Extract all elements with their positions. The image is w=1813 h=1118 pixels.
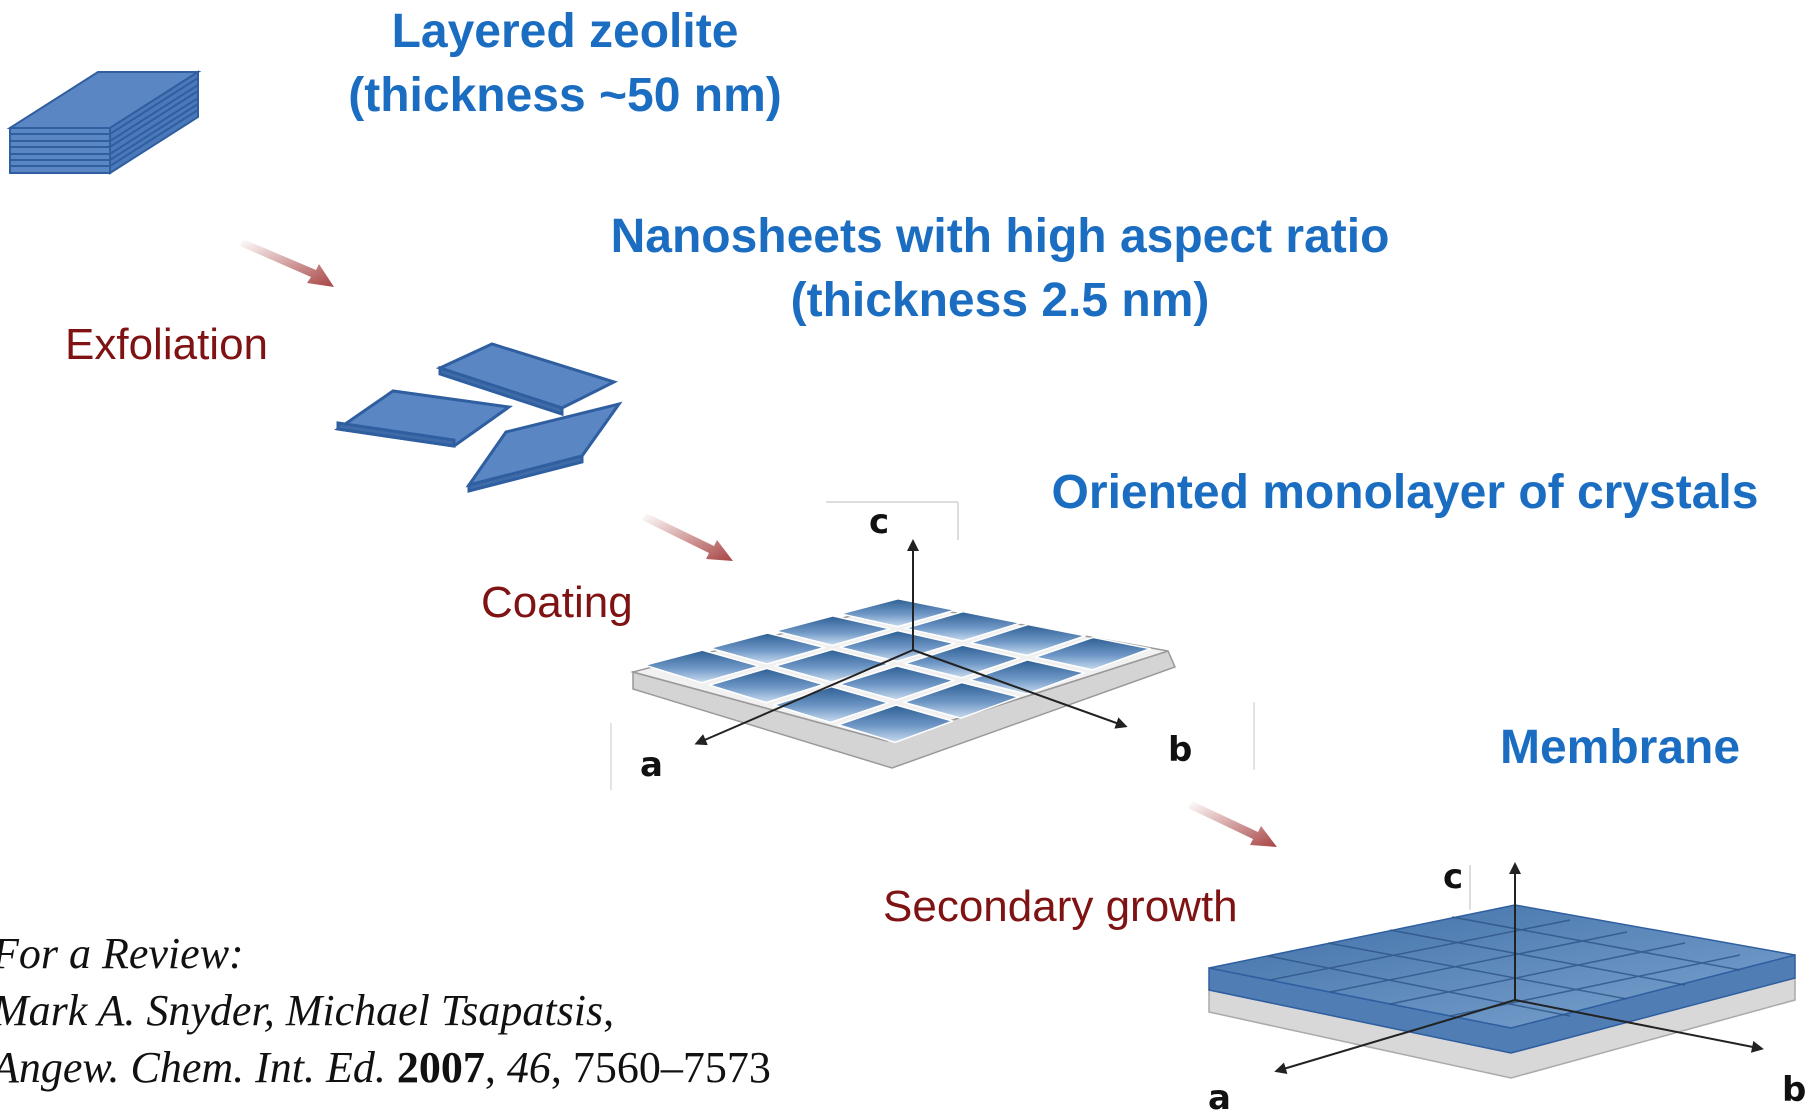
crystal-tile	[838, 665, 955, 701]
crystal-tile	[708, 667, 825, 704]
reference-authors: Mark A. Snyder, Michael Tsapatsis	[0, 986, 604, 1035]
layered-zeolite-stack	[6, 70, 202, 175]
crystal-tile	[904, 644, 1021, 679]
secondary-growth-arrow	[1188, 801, 1277, 847]
nanosheets	[334, 342, 623, 493]
reference-journal: Angew. Chem. Int. Ed.	[0, 1043, 386, 1092]
crystal-tile	[644, 649, 760, 684]
crystal-tile	[837, 704, 954, 744]
crystal-tile	[773, 685, 890, 724]
membrane-axis-a: a	[1208, 1078, 1231, 1118]
monolayer-axis-c: c	[869, 502, 890, 542]
coating-label: Coating	[481, 578, 633, 627]
layered-zeolite-title-line1: Layered zeolite	[391, 5, 739, 58]
secondary-growth-label: Secondary growth	[883, 882, 1238, 931]
reference-pages: , 7560–7573	[550, 1043, 771, 1092]
nanosheets-thickness: (thickness 2.5 nm)	[790, 274, 1210, 327]
crystal-tile	[968, 659, 1086, 695]
reference-space	[386, 1043, 397, 1092]
exfoliation-label: Exfoliation	[65, 320, 269, 369]
layered-zeolite-thickness: (thickness ~50 nm)	[348, 69, 782, 122]
crystal-tile	[773, 648, 890, 683]
nanosheets-title: Nanosheets with high aspect ratio (thick…	[555, 205, 1445, 333]
membrane-axis-c: c	[1443, 857, 1464, 897]
crystal-tile	[839, 598, 956, 628]
crystal-tile	[969, 623, 1086, 657]
membrane-title: Membrane	[1499, 721, 1741, 774]
monolayer-illustration	[610, 501, 1255, 790]
crystal-tile	[709, 632, 826, 665]
membrane-axis-b: b	[1782, 1070, 1807, 1110]
monolayer-axis-a: a	[640, 745, 663, 785]
coating-arrow	[642, 513, 733, 561]
crystal-tile	[1034, 636, 1151, 671]
reference-separator-2: ,	[484, 1043, 507, 1092]
reference-separator-1: ,	[603, 986, 615, 1035]
reference-citation: For a Review: Mark A. Snyder, Michael Ts…	[0, 925, 771, 1096]
crystal-tile	[904, 610, 1021, 642]
exfoliation-arrow	[240, 239, 334, 287]
layered-zeolite-title: Layered zeolite (thickness ~50 nm)	[320, 0, 810, 128]
membrane-illustration	[1208, 862, 1796, 1079]
crystal-tile	[839, 629, 956, 663]
monolayer-axis-b: b	[1168, 730, 1193, 770]
crystal-tile	[903, 681, 1020, 719]
reference-heading: For a Review:	[0, 929, 244, 978]
reference-volume: 46	[506, 1043, 551, 1092]
reference-year: 2007	[396, 1043, 485, 1092]
crystal-tile	[774, 615, 891, 647]
nanosheets-title-line1: Nanosheets with high aspect ratio	[610, 210, 1390, 263]
monolayer-title: Oriented monolayer of crystals	[1051, 466, 1759, 519]
